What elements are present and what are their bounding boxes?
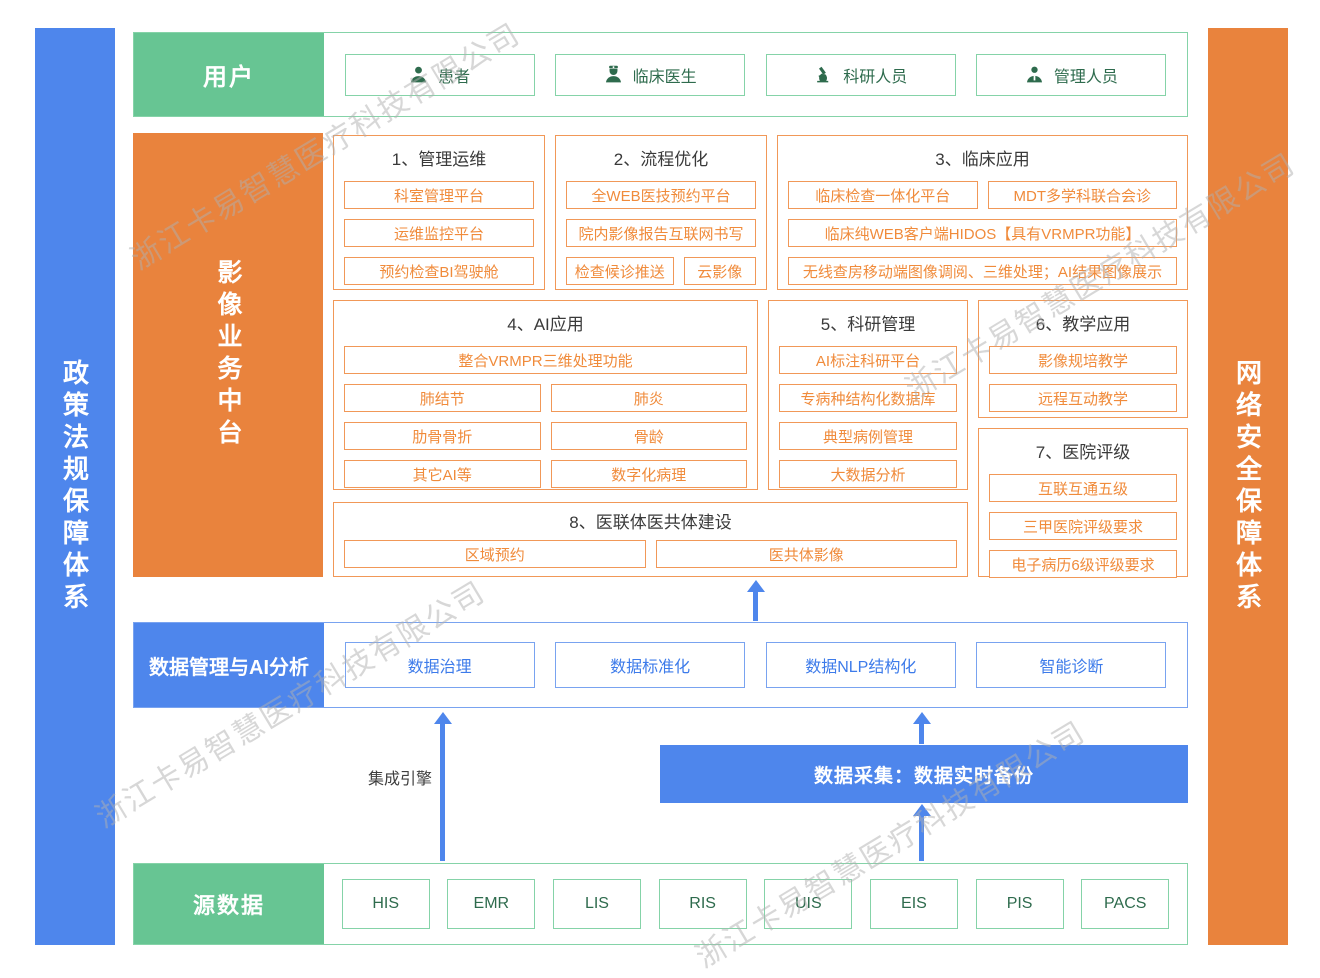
src-box-his: HIS — [341, 879, 430, 929]
item-box: 科室管理平台 — [344, 181, 534, 209]
item-box: 骨龄 — [550, 422, 747, 450]
item-box: 远程互动教学 — [989, 384, 1177, 412]
item-box: 云影像 — [683, 257, 756, 285]
dm-box: 数据治理 — [344, 642, 535, 688]
src-box-emr: EMR — [447, 879, 536, 929]
admin-icon — [1026, 66, 1042, 83]
item-box: 临床检查一体化平台 — [788, 181, 978, 209]
data-management-label: 数据管理与AI分析 — [134, 623, 324, 707]
arrow-datamgmt-to-platform — [746, 580, 765, 621]
dm-box: 数据标准化 — [555, 642, 746, 688]
src-box-uis: UIS — [764, 879, 853, 929]
user-box-researcher: 科研人员 — [765, 53, 956, 96]
section-clinical-application: 3、临床应用 临床检查一体化平台 MDT多学科联合会诊 临床纯WEB客户端HID… — [777, 135, 1188, 290]
section-title: 5、科研管理 — [820, 315, 916, 334]
user-box-admin: 管理人员 — [976, 53, 1167, 96]
src-box-eis: EIS — [869, 879, 958, 929]
section-title: 7、医院评级 — [1035, 443, 1131, 462]
section-hospital-rating: 7、医院评级 互联互通五级 三甲医院评级要求 电子病历6级评级要求 — [978, 428, 1188, 578]
section-title: 3、临床应用 — [935, 150, 1030, 169]
data-collect-bar: 数据采集：数据实时备份 — [660, 745, 1188, 803]
section-title: 4、AI应用 — [507, 315, 584, 334]
item-box: 运维监控平台 — [344, 219, 534, 247]
microscope-icon — [817, 66, 829, 83]
item-box: 全WEB医技预约平台 — [566, 181, 756, 209]
user-box-label: 患者 — [438, 68, 471, 86]
item-box: 数字化病理 — [550, 460, 747, 488]
policy-regulation-pillar: 政策法规保障体系 — [35, 28, 115, 945]
source-data-row: 源数据 HIS EMR LIS RIS UIS EIS PIS PACS — [133, 863, 1188, 945]
item-box: MDT多学科联合会诊 — [987, 181, 1177, 209]
user-box-label: 科研人员 — [843, 68, 908, 86]
item-box: 专病种结构化数据库 — [779, 384, 957, 412]
section-title: 2、流程优化 — [613, 150, 709, 169]
section-teaching-application: 6、教学应用 影像规培教学 远程互动教学 — [978, 300, 1188, 418]
item-box: 肺结节 — [344, 384, 541, 412]
section-management-ops: 1、管理运维 科室管理平台 运维监控平台 预约检查BI驾驶舱 — [333, 135, 545, 290]
imaging-platform-row: 影像业务中台 1、管理运维 科室管理平台 运维监控平台 预约检查BI驾驶舱 2、… — [133, 133, 1188, 578]
user-box-label: 临床医生 — [632, 68, 697, 86]
item-box: 电子病历6级评级要求 — [989, 550, 1177, 578]
item-box: 检查候诊推送 — [566, 257, 674, 285]
data-management-row: 数据管理与AI分析 数据治理 数据标准化 数据NLP结构化 智能诊断 — [133, 622, 1188, 708]
src-box-lis: LIS — [552, 879, 641, 929]
section-process-optimization: 2、流程优化 全WEB医技预约平台 院内影像报告互联网书写 检查候诊推送 云影像 — [555, 135, 767, 290]
integration-engine-label: 集成引擎 — [367, 771, 432, 788]
item-box: AI标注科研平台 — [779, 346, 957, 374]
item-box: 整合VRMPR三维处理功能 — [344, 346, 747, 374]
section-title: 1、管理运维 — [391, 150, 487, 169]
item-box: 三甲医院评级要求 — [989, 512, 1177, 540]
dm-box: 智能诊断 — [976, 642, 1167, 688]
section-title: 8、医联体医共体建设 — [569, 513, 732, 532]
item-box: 典型病例管理 — [779, 422, 957, 450]
arrow-integration-engine — [433, 712, 452, 861]
item-box: 互联互通五级 — [989, 474, 1177, 502]
source-data-body: HIS EMR LIS RIS UIS EIS PIS PACS — [324, 864, 1187, 944]
src-box-pacs: PACS — [1081, 879, 1170, 929]
imaging-platform-label: 影像业务中台 — [133, 133, 323, 577]
item-box: 影像规培教学 — [989, 346, 1177, 374]
doctor-icon — [605, 65, 621, 83]
arrow-source-to-collect — [912, 804, 931, 861]
section-medical-alliance: 8、医联体医共体建设 区域预约 医共体影像 — [333, 502, 968, 577]
users-row: 用户 患者 临床医生 科研人员 管理人员 — [133, 32, 1188, 117]
section-ai-application: 4、AI应用 整合VRMPR三维处理功能 肺结节 肺炎 肋骨骨折 骨龄 其它AI… — [333, 300, 758, 490]
data-management-body: 数据治理 数据标准化 数据NLP结构化 智能诊断 — [324, 623, 1187, 707]
src-box-ris: RIS — [658, 879, 747, 929]
arrow-collect-to-datamgmt — [912, 712, 931, 744]
user-box-doctor: 临床医生 — [555, 53, 746, 96]
users-row-body: 患者 临床医生 科研人员 管理人员 — [324, 33, 1187, 116]
user-box-label: 管理人员 — [1053, 68, 1118, 86]
item-box: 区域预约 — [344, 540, 646, 568]
dm-box: 数据NLP结构化 — [765, 642, 956, 688]
network-security-pillar: 网络安全保障体系 — [1208, 28, 1288, 945]
item-box: 预约检查BI驾驶舱 — [344, 257, 534, 285]
item-box: 医共体影像 — [655, 540, 957, 568]
item-box: 肋骨骨折 — [344, 422, 541, 450]
section-title: 6、教学应用 — [1035, 315, 1131, 334]
item-box: 无线查房移动端图像调阅、三维处理；AI结果图像展示 — [788, 257, 1177, 285]
section-research-management: 5、科研管理 AI标注科研平台 专病种结构化数据库 典型病例管理 大数据分析 — [768, 300, 968, 490]
item-box: 肺炎 — [550, 384, 747, 412]
src-box-pis: PIS — [975, 879, 1064, 929]
item-box: 院内影像报告互联网书写 — [566, 219, 756, 247]
users-row-label: 用户 — [134, 33, 324, 116]
patient-icon — [411, 66, 427, 83]
user-box-patient: 患者 — [344, 53, 535, 96]
source-data-label: 源数据 — [134, 864, 324, 944]
item-box: 其它AI等 — [344, 460, 541, 488]
item-box: 临床纯WEB客户端HIDOS【具有VRMPR功能】 — [788, 219, 1177, 247]
item-box: 大数据分析 — [779, 460, 957, 488]
